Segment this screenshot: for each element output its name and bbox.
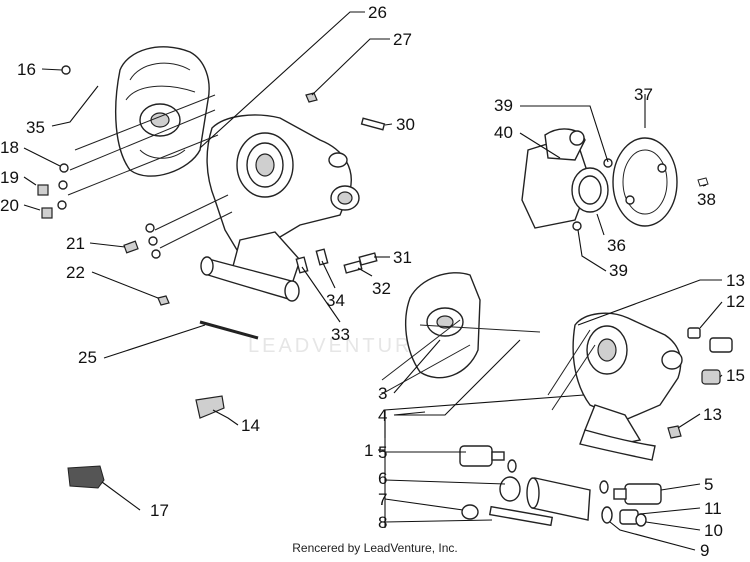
render-credit: Rencered by LeadVenture, Inc. bbox=[292, 541, 458, 555]
callout-14: 14 bbox=[241, 416, 260, 435]
callout-20: 20 bbox=[0, 196, 19, 215]
callout-36: 36 bbox=[607, 236, 626, 255]
callout-27: 27 bbox=[393, 30, 412, 49]
callout-39-bottom: 39 bbox=[609, 261, 628, 280]
callout-labels: 16 35 18 19 20 21 22 25 26 27 30 31 32 3… bbox=[0, 3, 745, 560]
callout-13-bottom: 13 bbox=[703, 405, 722, 424]
callout-9: 9 bbox=[700, 541, 709, 560]
callout-11: 11 bbox=[704, 499, 722, 518]
callout-10: 10 bbox=[704, 521, 723, 540]
callout-18: 18 bbox=[0, 138, 19, 157]
left-crankcase-assembly bbox=[37, 46, 386, 489]
callout-22: 22 bbox=[66, 263, 85, 282]
callout-17: 17 bbox=[150, 501, 169, 520]
callout-37: 37 bbox=[634, 85, 653, 104]
callout-21: 21 bbox=[66, 234, 85, 253]
callout-38: 38 bbox=[697, 190, 716, 209]
callout-16: 16 bbox=[17, 60, 36, 79]
callout-13-top: 13 bbox=[726, 271, 745, 290]
callout-35: 35 bbox=[26, 118, 45, 137]
callout-40: 40 bbox=[494, 123, 513, 142]
callout-32: 32 bbox=[372, 279, 391, 298]
callout-19: 19 bbox=[0, 168, 19, 187]
watermark: LEADVENTURE bbox=[248, 335, 429, 357]
callout-12: 12 bbox=[726, 292, 745, 311]
callout-25: 25 bbox=[78, 348, 97, 367]
callout-7: 7 bbox=[378, 490, 387, 509]
callout-30: 30 bbox=[396, 115, 415, 134]
callout-6: 6 bbox=[378, 469, 387, 488]
callout-31: 31 bbox=[393, 248, 412, 267]
callout-5-right: 5 bbox=[704, 475, 713, 494]
callout-5-left: 5 bbox=[378, 443, 387, 462]
callout-15: 15 bbox=[726, 366, 745, 385]
callout-8: 8 bbox=[378, 513, 387, 532]
callout-1: 1 bbox=[364, 441, 373, 460]
callout-39-top: 39 bbox=[494, 96, 513, 115]
callout-26: 26 bbox=[368, 3, 387, 22]
callout-3: 3 bbox=[378, 384, 387, 403]
leader-lines bbox=[23, 11, 723, 551]
brake-assembly bbox=[521, 128, 709, 231]
callout-33: 33 bbox=[331, 325, 350, 344]
right-crankcase-assembly bbox=[379, 272, 733, 527]
callout-4: 4 bbox=[378, 406, 387, 425]
callout-34: 34 bbox=[326, 291, 345, 310]
